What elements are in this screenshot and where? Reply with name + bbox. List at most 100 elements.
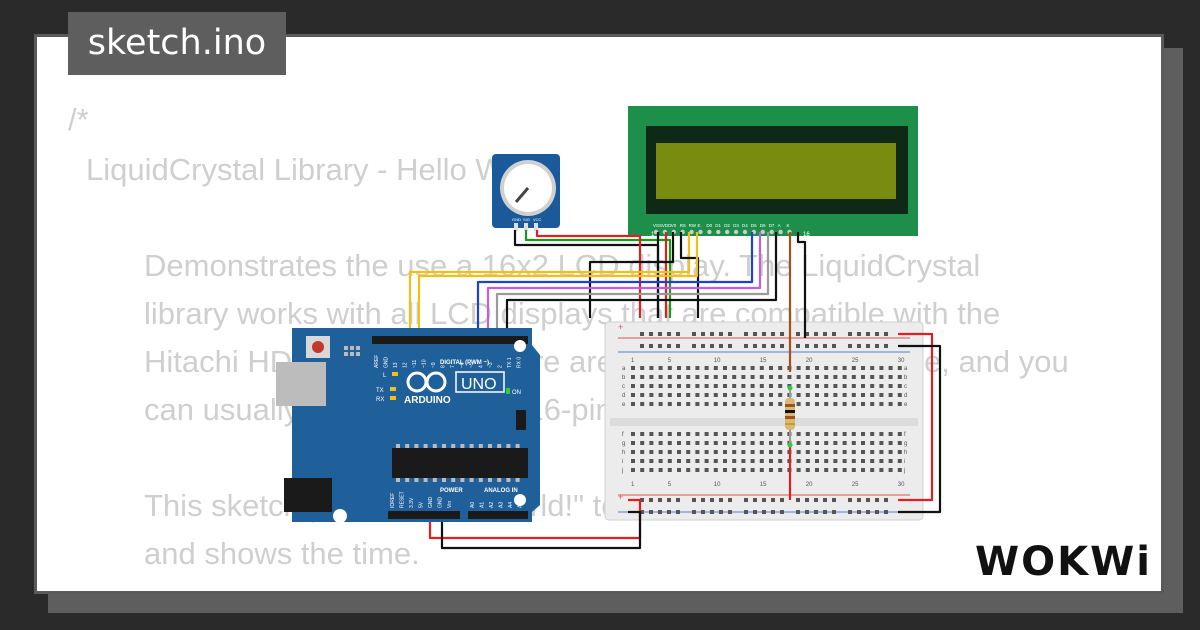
- led-label: L: [383, 373, 387, 379]
- on-label: ON: [512, 390, 521, 396]
- digital-pin-label: 13: [393, 362, 399, 368]
- power-jack: [284, 478, 332, 512]
- breadboard-row-label: j: [903, 468, 905, 474]
- digital-pin-label: 7: [450, 365, 456, 368]
- digital-pin-label: AREF: [374, 355, 380, 368]
- breadboard-row-label: f: [622, 432, 624, 438]
- led-label: TX: [376, 388, 384, 394]
- power-pin-label: 5V: [419, 501, 425, 508]
- breadboard-row-label: d: [904, 393, 907, 399]
- breadboard-col-number: 10: [714, 358, 721, 364]
- resistor[interactable]: [785, 385, 795, 448]
- power-pin-label: Vin: [447, 501, 453, 508]
- power-label: POWER: [440, 488, 463, 494]
- code-line: /*: [68, 102, 89, 137]
- reset-button: [312, 341, 324, 353]
- code-line: Demonstrates the use a 16x2 LCD display.…: [144, 248, 981, 283]
- breadboard-row-label: j: [621, 468, 623, 474]
- power-pin-label: IOREF: [390, 493, 396, 508]
- analog-pin-label: A0: [470, 502, 476, 508]
- breadboard-col-number: 30: [898, 358, 905, 364]
- digital-pin-label: 2: [498, 365, 504, 368]
- digital-pin-label: ~9: [431, 362, 437, 368]
- lcd-pin-label: D0: [706, 223, 712, 228]
- arduino-model: UNO: [461, 376, 497, 393]
- lcd-pin-label: D3: [733, 223, 739, 228]
- power-header: [388, 511, 460, 519]
- lcd-pin-label: K: [787, 223, 790, 228]
- digital-pin-label: ~11: [412, 360, 418, 368]
- breadboard-row-label: e: [622, 402, 626, 408]
- lcd-pin-label: E: [698, 223, 701, 228]
- digital-pin-label: 8: [441, 365, 447, 368]
- digital-pin-label: 12: [403, 362, 409, 368]
- lcd-pin-last: 16: [803, 232, 810, 238]
- digital-pin-label: TX 1: [507, 357, 513, 368]
- breadboard-col-number: 5: [668, 482, 672, 488]
- lcd-pin-label: D5: [751, 223, 757, 228]
- project-card[interactable]: [34, 34, 1164, 594]
- microcontroller-chip: [392, 448, 528, 478]
- breadboard-col-number: 25: [852, 482, 859, 488]
- digital-pin-label: ~6: [460, 362, 466, 368]
- breadboard-col-number: 15: [760, 482, 767, 488]
- breadboard-col-number: 20: [806, 482, 813, 488]
- lcd-pin-label: VDD: [662, 223, 672, 228]
- breadboard-row-label: i: [622, 459, 623, 465]
- breadboard-row-label: b: [904, 375, 908, 381]
- file-tab[interactable]: sketch.ino: [68, 12, 286, 75]
- pot-pin-label: VCC: [533, 217, 542, 222]
- lcd-pin-label: D7: [769, 223, 775, 228]
- digital-pin-label: ~5: [469, 362, 475, 368]
- lcd-pin-label: VSS: [653, 223, 662, 228]
- analog-header: [468, 511, 528, 519]
- digital-header: [372, 336, 528, 344]
- digital-pin-label: 4: [479, 365, 485, 368]
- breadboard-row-label: b: [622, 375, 626, 381]
- digital-pin-label: ~3: [488, 362, 494, 368]
- wokwi-logo: WOKWi: [967, 539, 1160, 585]
- breadboard-row-label: g: [622, 441, 625, 447]
- potentiometer[interactable]: GND SIG VCC: [492, 154, 560, 231]
- breadboard-col-number: 20: [806, 358, 813, 364]
- led-label: RX: [376, 397, 384, 403]
- breadboard-row-label: a: [904, 366, 908, 372]
- breadboard-col-number: 1: [631, 482, 635, 488]
- power-pin-label: 3.3V: [409, 497, 415, 508]
- lcd-pin-label: D4: [742, 223, 748, 228]
- digital-pin-label: ~10: [422, 359, 428, 368]
- lcd-pin-label: D1: [715, 223, 721, 228]
- breadboard-col-number: 1: [631, 358, 635, 364]
- pot-pin-label: SIG: [523, 217, 530, 222]
- analog-pin-label: A2: [489, 502, 495, 508]
- lcd-pin-label: V0: [671, 223, 677, 228]
- digital-pin-label: RX 0: [517, 357, 523, 368]
- lcd-pin-label: RS: [680, 223, 686, 228]
- breadboard-row-label: h: [904, 450, 907, 456]
- breadboard-col-number: 15: [760, 358, 767, 364]
- analog-label: ANALOG IN: [484, 488, 518, 494]
- code-line: and shows the time.: [144, 536, 420, 571]
- rail-plus-label: +: [618, 492, 623, 502]
- lcd-pin-label: D6: [760, 223, 766, 228]
- breadboard-col-number: 30: [898, 482, 905, 488]
- breadboard-row-label: f: [904, 432, 906, 438]
- arduino-logo-icon: [406, 371, 447, 393]
- digital-pin-label: GND: [384, 357, 390, 369]
- analog-pin-label: A1: [480, 502, 486, 508]
- breadboard-row-label: i: [904, 459, 905, 465]
- breadboard-row-label: c: [904, 384, 907, 390]
- power-pin-label: GND: [438, 497, 444, 509]
- breadboard-col-number: 10: [714, 482, 721, 488]
- lcd-pin-label: RW: [689, 223, 697, 228]
- wires: [408, 230, 942, 550]
- breadboard-col-number: 25: [852, 358, 859, 364]
- analog-pin-label: A5: [518, 502, 524, 508]
- breadboard-row-label: g: [904, 441, 907, 447]
- breadboard-row-label: e: [904, 402, 908, 408]
- breadboard-row-label: h: [622, 450, 625, 456]
